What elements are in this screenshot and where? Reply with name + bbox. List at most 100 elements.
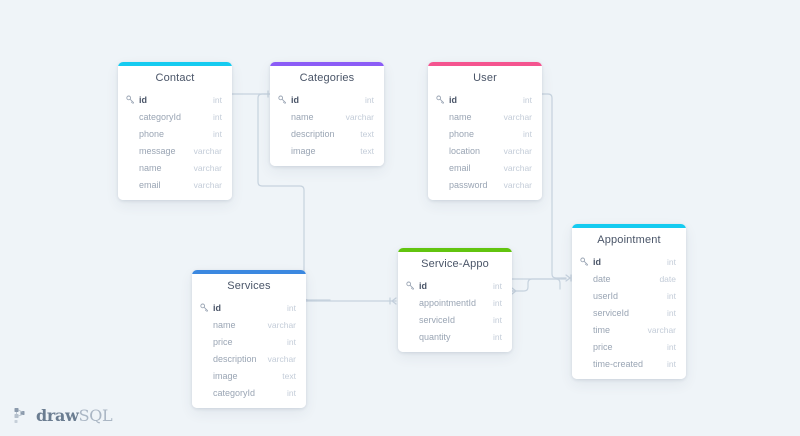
drawsql-mark-icon — [14, 408, 25, 423]
endpoint-tick-serviceappo-left — [391, 297, 397, 305]
column-row[interactable]: email varchar — [428, 159, 542, 176]
column-row[interactable]: id int — [572, 253, 686, 270]
column-row[interactable]: name varchar — [270, 108, 384, 125]
table-title: Categories — [270, 66, 384, 91]
column-type: int — [287, 336, 296, 347]
endpoint-tick-appointment-left — [565, 274, 571, 282]
column-type: int — [667, 307, 676, 318]
column-type: varchar — [267, 319, 296, 330]
primary-key-icon — [200, 303, 210, 312]
column-name: categoryId — [139, 111, 182, 122]
column-type: varchar — [267, 353, 296, 364]
column-type: int — [213, 94, 222, 105]
column-type: varchar — [345, 111, 374, 122]
column-type: int — [365, 94, 374, 105]
column-row[interactable]: description varchar — [192, 350, 306, 367]
column-name: image — [213, 370, 238, 381]
column-row[interactable]: price int — [192, 333, 306, 350]
column-name: description — [213, 353, 257, 364]
primary-key-icon — [436, 95, 446, 104]
column-type: varchar — [193, 145, 222, 156]
column-type: varchar — [503, 145, 532, 156]
table-title: Contact — [118, 66, 232, 91]
column-row[interactable]: categoryId int — [118, 108, 232, 125]
column-type: text — [360, 128, 374, 139]
column-type: text — [282, 370, 296, 381]
column-type: text — [360, 145, 374, 156]
primary-key-icon — [278, 95, 288, 104]
column-name: description — [291, 128, 335, 139]
primary-key-icon — [406, 281, 416, 290]
table-accent-bar — [118, 62, 232, 66]
column-type: int — [213, 111, 222, 122]
column-type: int — [523, 128, 532, 139]
column-type: varchar — [503, 162, 532, 173]
drawsql-logo[interactable]: drawSQL — [14, 405, 113, 425]
column-row[interactable]: serviceId int — [572, 304, 686, 321]
column-name: email — [449, 162, 471, 173]
column-name: price — [213, 336, 233, 347]
column-type: varchar — [193, 179, 222, 190]
column-type: int — [287, 302, 296, 313]
column-name: serviceId — [593, 307, 630, 318]
column-row[interactable]: location varchar — [428, 142, 542, 159]
column-name: location — [449, 145, 481, 156]
table-title: Appointment — [572, 228, 686, 253]
table-accent-bar — [572, 224, 686, 228]
column-type: int — [667, 256, 676, 267]
table-accent-bar — [428, 62, 542, 66]
column-row[interactable]: description text — [270, 125, 384, 142]
column-name: time-created — [593, 358, 644, 369]
table-title: Services — [192, 274, 306, 299]
column-type: int — [667, 290, 676, 301]
column-name: id — [449, 94, 457, 105]
edge-user-appointment — [541, 93, 567, 279]
logo-word-primary: draw — [36, 405, 79, 425]
column-type: int — [493, 297, 502, 308]
column-type: varchar — [193, 162, 222, 173]
column-name: message — [139, 145, 176, 156]
column-row[interactable]: image text — [192, 367, 306, 384]
column-name: name — [291, 111, 314, 122]
column-name: quantity — [419, 331, 451, 342]
column-row[interactable]: message varchar — [118, 142, 232, 159]
column-name: id — [213, 302, 221, 313]
column-row[interactable]: id int — [192, 299, 306, 316]
column-name: id — [593, 256, 601, 267]
table-title: User — [428, 66, 542, 91]
edge-serviceappo-appointment-b — [511, 278, 561, 290]
column-name: name — [449, 111, 472, 122]
